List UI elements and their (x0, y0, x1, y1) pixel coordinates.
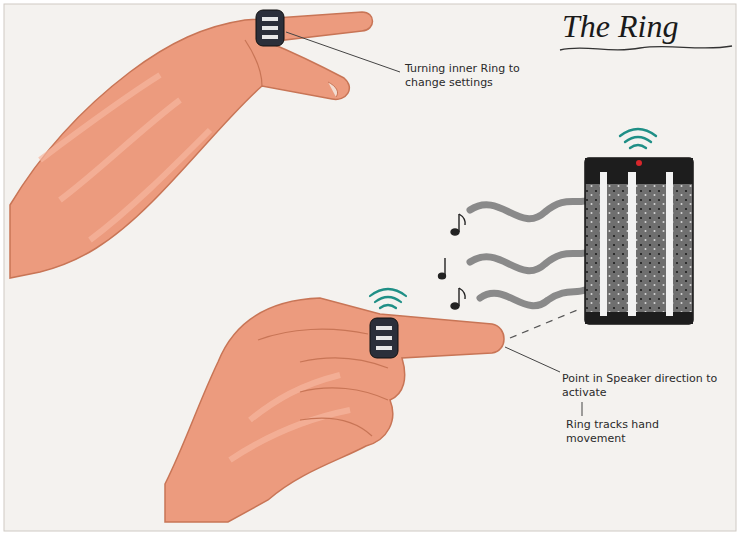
ring (256, 10, 284, 46)
ring-mark (376, 346, 392, 350)
finger-crease (245, 40, 262, 86)
paper (4, 4, 736, 531)
sound-wave (480, 290, 585, 306)
ring-mark (376, 336, 392, 340)
speaker-stripe (600, 172, 607, 316)
note-symbol (451, 214, 465, 235)
annotation-note: Turning inner Ring to change settings (405, 62, 545, 90)
ring (370, 318, 398, 358)
pointing-line (510, 308, 582, 338)
thumb-nail (328, 82, 338, 97)
hand-shading (40, 75, 210, 240)
curled-fingers (300, 358, 388, 436)
note-symbol (451, 288, 465, 309)
hand-outline (165, 298, 504, 522)
hand-outline (10, 12, 373, 278)
speaker-stripe (628, 172, 636, 316)
upper-hand (10, 10, 373, 278)
sound-wave (470, 252, 590, 271)
title-underline (560, 46, 732, 50)
page-title: The Ring (562, 6, 678, 46)
signal-icon (370, 289, 406, 308)
note-symbol (439, 258, 446, 279)
leader-line (582, 402, 583, 416)
annotation-note: Ring tracks hand movement (566, 418, 686, 446)
annotation-note: Point in Speaker direction to activate (562, 372, 727, 400)
lower-hand (165, 289, 504, 522)
ring-mark (262, 26, 278, 30)
ring-mark (376, 326, 392, 330)
signal-icon (620, 129, 656, 148)
speaker (585, 129, 693, 324)
status-light (636, 160, 642, 166)
ring-mark (262, 17, 278, 21)
music-notes (439, 200, 591, 309)
thumb-line (258, 329, 368, 340)
speaker-stripe (666, 172, 673, 316)
sound-wave (470, 200, 590, 219)
speaker-body (585, 158, 693, 324)
leader-line (505, 347, 560, 372)
ring-mark (262, 35, 278, 39)
leader-line (286, 32, 400, 72)
